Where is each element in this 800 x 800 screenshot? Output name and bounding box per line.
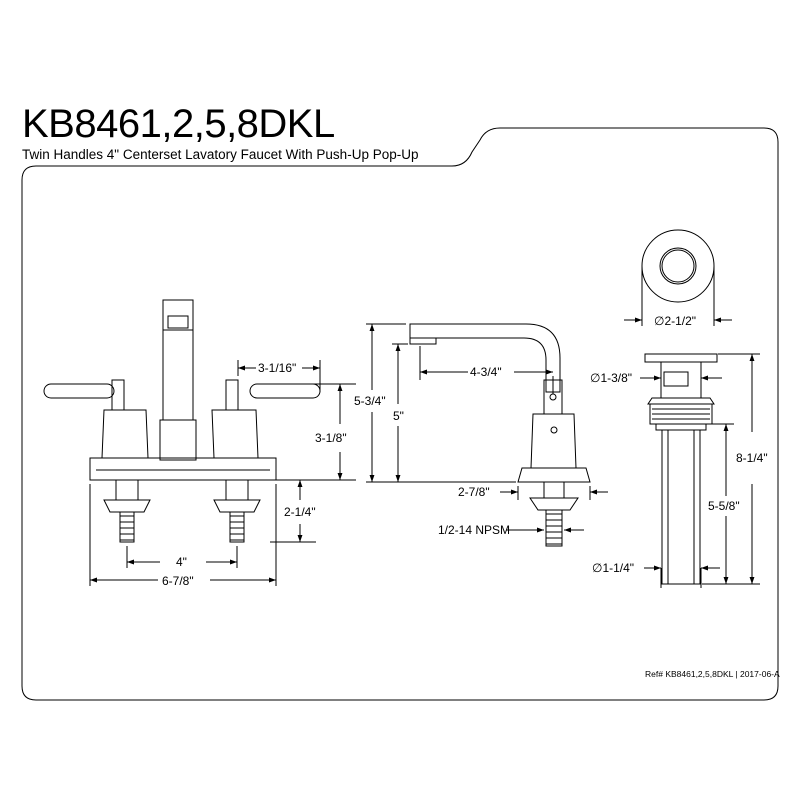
dim-overall-width: 6-7/8" bbox=[162, 574, 194, 588]
model-number: KB8461,2,5,8DKL bbox=[22, 102, 335, 146]
right-handle-body bbox=[211, 409, 259, 459]
dim-drain-overall-length: 8-1/4" bbox=[736, 451, 768, 465]
side-handle-body bbox=[530, 413, 577, 469]
drain-cap bbox=[660, 361, 702, 399]
thread-spec: 1/2-14 NPSM bbox=[438, 523, 510, 537]
spout-arm bbox=[409, 323, 561, 393]
reference-number: Ref# KB8461,2,5,8DKL | 2017-06-A bbox=[645, 669, 780, 679]
side-shank bbox=[545, 509, 563, 547]
right-handle-lever bbox=[249, 383, 321, 399]
dim-shank-length: 2-1/4" bbox=[284, 505, 316, 519]
product-description: Twin Handles 4" Centerset Lavatory Fauce… bbox=[22, 147, 419, 162]
side-base bbox=[517, 467, 591, 483]
dim-flange-dia: ∅2-1/2" bbox=[654, 314, 696, 328]
drawing-frame bbox=[21, 127, 779, 701]
dim-cap-dia: ∅1-3/8" bbox=[590, 371, 632, 385]
faucet-base bbox=[89, 457, 277, 481]
front-view-dimension-lines bbox=[90, 365, 343, 583]
front-view bbox=[43, 299, 356, 586]
side-view bbox=[366, 323, 591, 547]
drain-top-view bbox=[641, 229, 715, 303]
dim-handle-offset: 3-1/16" bbox=[258, 361, 296, 375]
left-shank bbox=[119, 511, 135, 543]
left-handle-lever bbox=[43, 383, 115, 399]
right-shank bbox=[229, 511, 245, 543]
drain-tailpiece bbox=[661, 429, 701, 585]
drain-view-dimension-lines bbox=[624, 317, 755, 584]
dim-body-height: 3-1/8" bbox=[315, 431, 347, 445]
dim-spout-reach: 4-3/4" bbox=[470, 365, 502, 379]
dim-tail-dia: ∅1-1/4" bbox=[592, 561, 634, 575]
left-handle-body bbox=[101, 409, 149, 459]
side-view-dimension-lines bbox=[369, 324, 608, 533]
drain-view bbox=[641, 229, 760, 588]
dim-spout-height: 5" bbox=[393, 409, 404, 423]
dim-tail-length: 5-5/8" bbox=[708, 499, 740, 513]
dim-base-depth: 2-7/8" bbox=[458, 485, 490, 499]
dim-overall-height: 5-3/4" bbox=[354, 394, 386, 408]
dim-center: 4" bbox=[176, 555, 187, 569]
drain-flange bbox=[644, 353, 718, 363]
